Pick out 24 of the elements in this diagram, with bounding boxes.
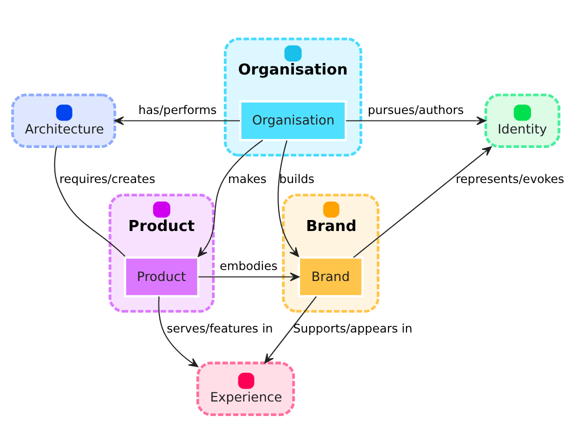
edge-label: has/performs xyxy=(138,102,217,117)
edge-label: makes xyxy=(228,171,267,186)
arrow xyxy=(353,146,492,258)
arrow xyxy=(264,296,317,363)
edge-label: requires/creates xyxy=(59,171,156,186)
edge-label: serves/features in xyxy=(166,321,273,336)
node-box: Organisation xyxy=(239,100,347,141)
arrow xyxy=(198,139,264,256)
arrow xyxy=(278,140,299,256)
edge-label: builds xyxy=(279,171,314,186)
node-box: Brand xyxy=(298,256,364,297)
edge-label: Supports/appears in xyxy=(293,321,412,336)
connector xyxy=(54,146,126,256)
arrow xyxy=(346,116,486,125)
arrow xyxy=(198,272,300,281)
arrow xyxy=(114,116,240,125)
edge-label: embodies xyxy=(220,258,278,273)
node-box: Identity xyxy=(484,93,560,148)
arrow xyxy=(158,296,198,367)
node-box: Experience xyxy=(196,361,295,416)
node-box: Architecture xyxy=(11,93,116,148)
edge-label: represents/evokes xyxy=(456,171,564,186)
edge-label: pursues/authors xyxy=(368,102,464,117)
node-box: Product xyxy=(124,256,200,297)
